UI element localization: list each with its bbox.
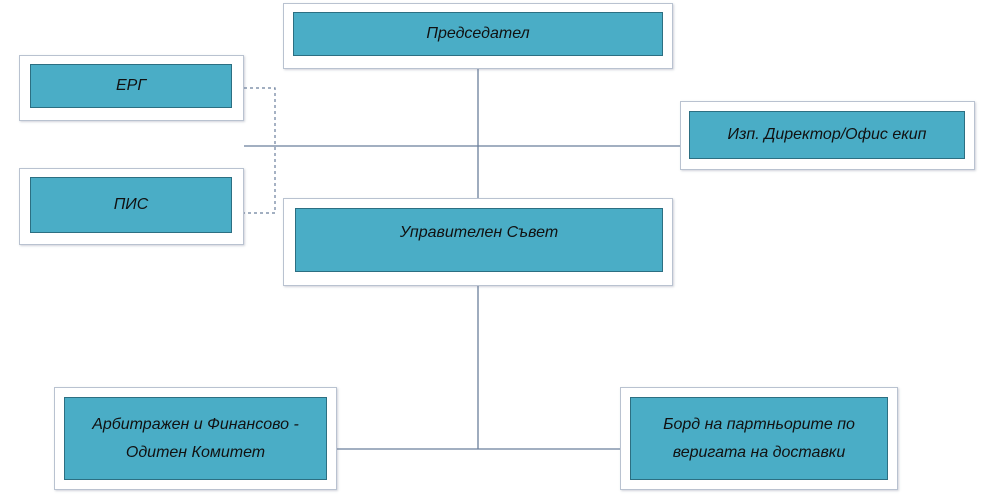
management-board-label: Управителен Съвет (399, 224, 559, 241)
pis-label: ПИС (113, 196, 149, 214)
audit-committee-label-line1: Арбитражен и Финансово - (92, 416, 299, 434)
line-erg-pis-dashed (244, 87, 276, 214)
chairman-label: Председател (426, 25, 530, 43)
supply-partners-label-line1: Борд на партньорите по (663, 416, 855, 434)
exec-director-label: Изп. Директор/Офис екип (727, 126, 927, 144)
audit-committee-label-line2: Одитен Комитет (125, 443, 266, 461)
supply-partners-label-line2: веригата на доставки (672, 443, 846, 461)
supply-partners-box: Борд на партньорите по веригата на доста… (630, 397, 888, 480)
erg-label: ЕРГ (115, 77, 147, 95)
chairman-box: Председател (293, 12, 663, 56)
management-board-box: Управителен Съвет (295, 208, 663, 272)
audit-committee-box: Арбитражен и Финансово - Одитен Комитет (64, 397, 327, 480)
pis-box: ПИС (30, 177, 232, 233)
exec-director-box: Изп. Директор/Офис екип (689, 111, 965, 159)
erg-box: ЕРГ (30, 64, 232, 108)
